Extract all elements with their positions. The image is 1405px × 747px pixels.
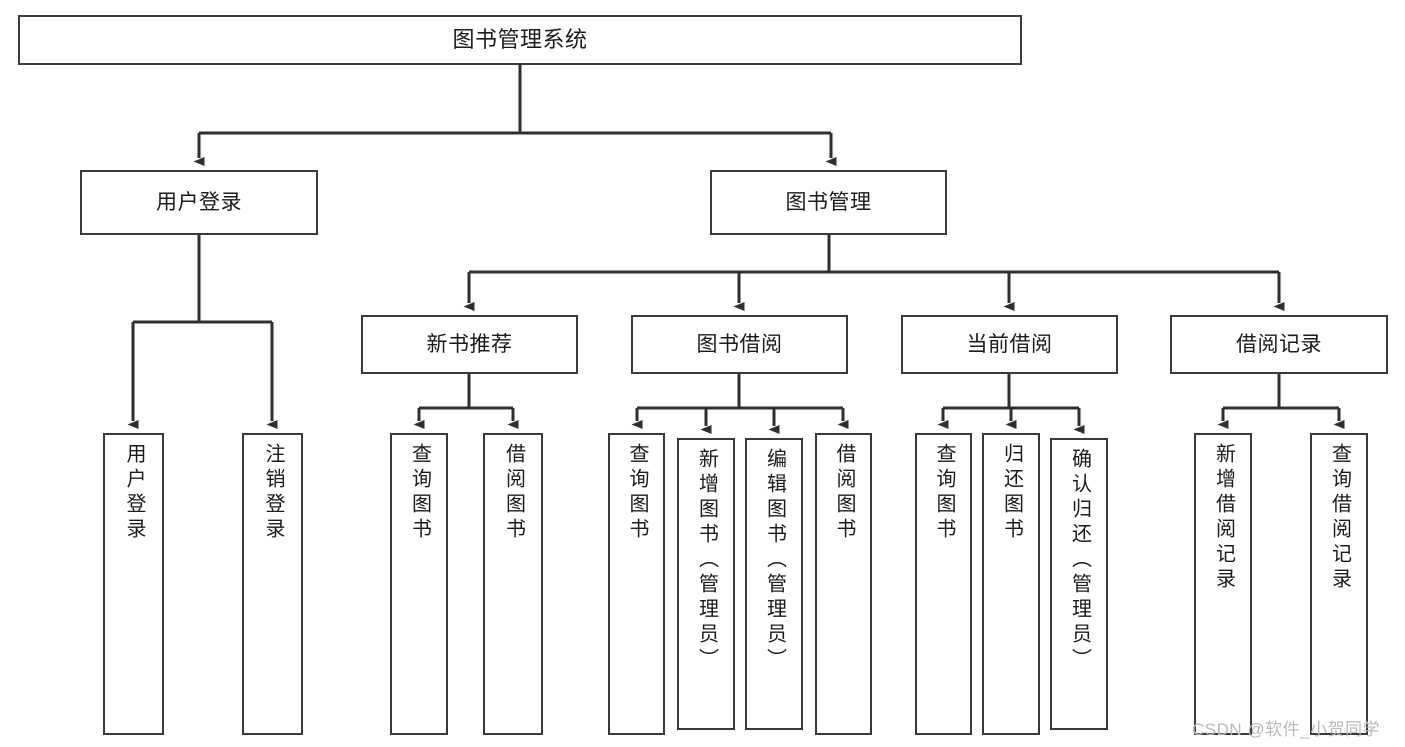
node-leaf-query-book-borrow[interactable]: 查询图书 bbox=[608, 433, 665, 735]
node-leaf-query-book-rec[interactable]: 查询图书 bbox=[390, 433, 448, 735]
node-root[interactable]: 图书管理系统 bbox=[18, 15, 1022, 65]
node-borrow-record[interactable]: 借阅记录 bbox=[1170, 315, 1388, 374]
node-leaf-user-login[interactable]: 用户登录 bbox=[103, 433, 164, 735]
node-leaf-borrow-book-rec-label: 借阅图书 bbox=[502, 443, 525, 543]
node-user-login[interactable]: 用户登录 bbox=[80, 170, 318, 235]
node-leaf-add-borrow-record[interactable]: 新增借阅记录 bbox=[1194, 433, 1252, 735]
node-leaf-query-book-current-label: 查询图书 bbox=[933, 443, 955, 543]
node-leaf-edit-book-admin-label: 编辑图书（管理员） bbox=[763, 448, 786, 673]
node-current-borrow[interactable]: 当前借阅 bbox=[901, 315, 1118, 374]
node-leaf-user-login-label: 用户登录 bbox=[123, 443, 145, 543]
node-leaf-query-book-current[interactable]: 查询图书 bbox=[915, 433, 972, 735]
node-leaf-logout-label: 注销登录 bbox=[262, 443, 284, 543]
node-leaf-return-book[interactable]: 归还图书 bbox=[982, 433, 1040, 735]
node-leaf-confirm-return-admin[interactable]: 确认归还（管理员） bbox=[1050, 438, 1108, 730]
node-leaf-borrow-book-label: 借阅图书 bbox=[833, 443, 855, 543]
node-book-manage[interactable]: 图书管理 bbox=[710, 170, 947, 235]
node-leaf-logout[interactable]: 注销登录 bbox=[242, 433, 303, 735]
node-current-borrow-label: 当前借阅 bbox=[966, 332, 1053, 356]
node-leaf-query-book-borrow-label: 查询图书 bbox=[626, 443, 648, 543]
node-leaf-add-borrow-record-label: 新增借阅记录 bbox=[1212, 443, 1235, 593]
node-leaf-query-book-rec-label: 查询图书 bbox=[408, 443, 431, 543]
node-leaf-edit-book-admin[interactable]: 编辑图书（管理员） bbox=[745, 438, 803, 730]
node-leaf-add-book-admin-label: 新增图书（管理员） bbox=[695, 448, 718, 673]
node-leaf-borrow-book[interactable]: 借阅图书 bbox=[815, 433, 872, 735]
node-leaf-borrow-book-rec[interactable]: 借阅图书 bbox=[483, 433, 543, 735]
node-leaf-query-borrow-record[interactable]: 查询借阅记录 bbox=[1310, 433, 1368, 735]
node-root-label: 图书管理系统 bbox=[452, 26, 588, 52]
node-leaf-return-book-label: 归还图书 bbox=[1000, 443, 1023, 543]
node-book-borrow-label: 图书借阅 bbox=[696, 332, 783, 356]
node-book-manage-label: 图书管理 bbox=[785, 190, 872, 214]
node-new-book-rec[interactable]: 新书推荐 bbox=[361, 315, 578, 374]
node-new-book-rec-label: 新书推荐 bbox=[426, 332, 513, 356]
node-user-login-label: 用户登录 bbox=[156, 190, 242, 214]
node-borrow-record-label: 借阅记录 bbox=[1236, 332, 1322, 356]
node-leaf-add-book-admin[interactable]: 新增图书（管理员） bbox=[677, 438, 735, 730]
node-book-borrow[interactable]: 图书借阅 bbox=[631, 315, 848, 374]
csdn-watermark: CSDN @软件_小贺同学 bbox=[1192, 720, 1381, 739]
node-leaf-confirm-return-admin-label: 确认归还（管理员） bbox=[1068, 448, 1091, 673]
node-leaf-query-borrow-record-label: 查询借阅记录 bbox=[1328, 443, 1351, 593]
